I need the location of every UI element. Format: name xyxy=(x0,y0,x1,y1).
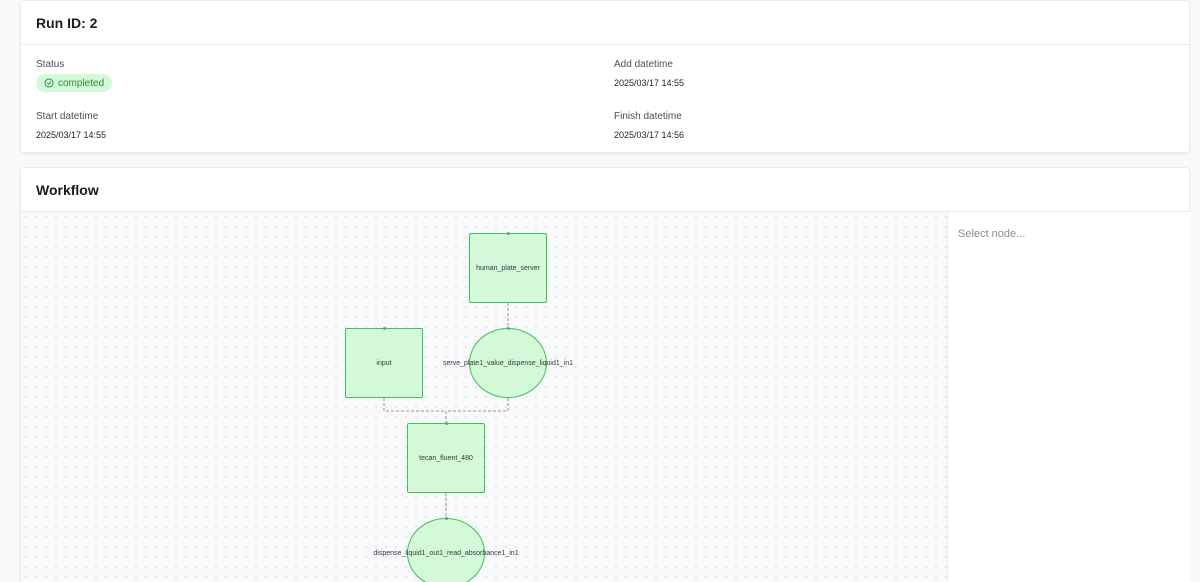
node-handle xyxy=(444,517,448,520)
status-field: Status completed xyxy=(36,59,113,93)
add-datetime-label: Add datetime xyxy=(614,59,673,70)
start-datetime-field: Start datetime 2025/03/17 14:55 xyxy=(36,111,106,140)
status-label: Status xyxy=(36,59,65,70)
run-details-card: Run ID: 2 Status completed Add datetime … xyxy=(20,0,1190,153)
node-handle xyxy=(506,327,510,330)
node-tecan-fluent-480[interactable]: tecan_fluent_480 xyxy=(407,422,485,493)
add-datetime-value: 2025/03/17 14:55 xyxy=(614,78,685,88)
finish-datetime-value: 2025/03/17 14:56 xyxy=(614,130,685,140)
circle-check-icon xyxy=(44,78,54,88)
node-handle xyxy=(382,327,386,330)
node-label: dispense_liquid1_out1_read_absorbance1_i… xyxy=(373,549,519,557)
node-label: tecan_fluent_480 xyxy=(419,454,473,462)
run-title: Run ID: 2 xyxy=(21,1,1189,45)
node-dispense-read-absorbance[interactable]: dispense_liquid1_out1_read_absorbance1_i… xyxy=(373,517,519,582)
node-label: serve_plate1_value_dispense_liquid1_in1 xyxy=(443,359,573,367)
edge-input-to-tecan xyxy=(383,398,447,423)
add-datetime-field: Add datetime 2025/03/17 14:55 xyxy=(614,59,684,88)
workflow-canvas[interactable]: human_plate_server input serve_plate1_va… xyxy=(21,212,947,582)
select-node-placeholder: Select node... xyxy=(958,228,1026,240)
status-value: completed xyxy=(58,77,105,89)
node-label: human_plate_server xyxy=(476,264,540,272)
finish-datetime-label: Finish datetime xyxy=(614,111,682,122)
workflow-title: Workflow xyxy=(21,168,1189,212)
node-handle xyxy=(444,422,448,425)
status-badge: completed xyxy=(36,74,113,92)
node-handle xyxy=(506,232,510,235)
workflow-edges xyxy=(383,303,509,519)
node-human-plate-server[interactable]: human_plate_server xyxy=(469,232,547,303)
start-datetime-label: Start datetime xyxy=(36,111,99,122)
finish-datetime-field: Finish datetime 2025/03/17 14:56 xyxy=(614,111,684,140)
workflow-card: Workflow human_plate_server input serve_… xyxy=(20,167,1191,582)
start-datetime-value: 2025/03/17 14:55 xyxy=(36,130,107,140)
node-details-panel: Select node... xyxy=(947,212,1191,582)
node-label: input xyxy=(376,359,392,367)
edge-value-to-tecan xyxy=(446,398,509,412)
node-serve-plate-value[interactable]: serve_plate1_value_dispense_liquid1_in1 xyxy=(443,327,573,398)
node-input[interactable]: input xyxy=(345,327,423,398)
